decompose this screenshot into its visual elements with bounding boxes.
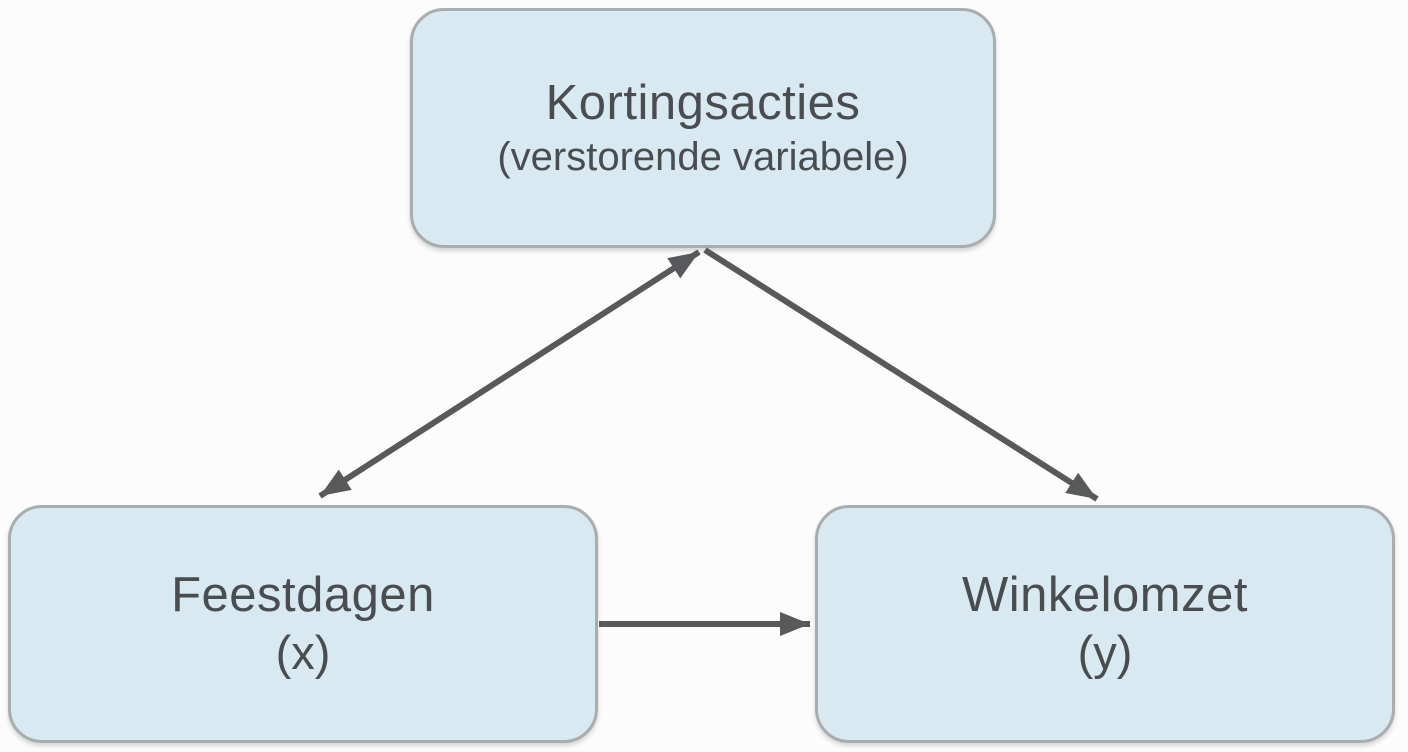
- node-title: Kortingsacties: [545, 76, 861, 131]
- node-kortingsacties: Kortingsacties (verstorende variabele): [410, 8, 996, 248]
- edge-kortingsacties-winkelomzet-arrow: [703, 247, 1099, 502]
- node-subtitle: (verstorende variabele): [497, 134, 909, 179]
- node-title: Feestdagen: [171, 567, 435, 622]
- node-subtitle: (y): [1077, 625, 1133, 679]
- node-winkelomzet: Winkelomzet (y): [815, 505, 1395, 743]
- node-feestdagen: Feestdagen (x): [8, 505, 598, 743]
- edge-kortingsacties-feestdagen-bidirectional-arrow: [318, 249, 701, 499]
- node-subtitle: (x): [275, 625, 331, 679]
- node-title: Winkelomzet: [962, 567, 1248, 622]
